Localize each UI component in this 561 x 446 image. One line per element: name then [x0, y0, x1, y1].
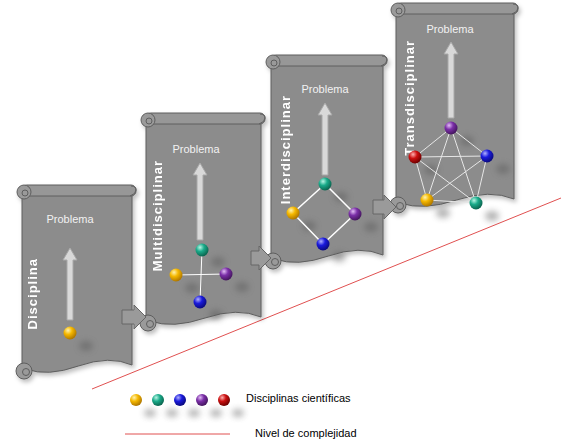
scroll-node: Multidisciplinar Problema: [140, 111, 265, 333]
discipline-ball: [194, 296, 207, 309]
level-title: Disciplina: [25, 258, 40, 329]
legend-text: Disciplinas científicas: [246, 392, 351, 404]
discipline-ball: [196, 244, 209, 257]
block-arrow: [251, 246, 271, 270]
block-arrow: [122, 305, 146, 329]
discipline-ball: [481, 150, 494, 163]
problem-arrows: [63, 42, 458, 320]
block-arrow: [373, 195, 396, 219]
legend-ball: [196, 394, 208, 406]
legend-samples: [125, 394, 230, 434]
up-arrow: [63, 248, 77, 320]
scroll-node: Disciplina Problema: [16, 183, 136, 381]
level-title: Multidisciplinar: [150, 160, 165, 271]
level-title: Transdisciplinar: [402, 40, 417, 156]
discipline-balls: [64, 122, 494, 340]
legend-ball: [152, 394, 164, 406]
discipline-ball: [317, 238, 330, 251]
problem-label: Problema: [156, 143, 236, 155]
problem-label: Problema: [285, 83, 365, 95]
scroll-node: InterdisciplinarProblema: [265, 53, 387, 271]
legend-ball: [174, 394, 186, 406]
scroll-node: Transdisciplinar Problema: [390, 1, 518, 215]
discipline-ball: [349, 208, 362, 221]
discipline-ball: [287, 207, 300, 220]
discipline-ball: [319, 178, 332, 191]
discipline-ball: [64, 327, 77, 340]
discipline-ball: [409, 151, 422, 164]
discipline-links: [176, 128, 487, 302]
up-arrow: [444, 42, 458, 118]
legend-line: [125, 434, 230, 435]
discipline-ball: [470, 197, 483, 210]
up-arrow: [318, 103, 332, 175]
ball-shadows: [79, 136, 510, 417]
level-title: Interdisciplinar: [278, 95, 293, 204]
legend-ball: [130, 394, 142, 406]
problem-label: Problema: [410, 23, 490, 35]
legend-text: Nivel de complejidad: [255, 427, 357, 439]
discipline-ball: [170, 269, 183, 282]
problem-label: Problema: [30, 213, 110, 225]
discipline-ball: [445, 122, 458, 135]
discipline-ball: [220, 268, 233, 281]
legend-ball: [218, 394, 230, 406]
up-arrow: [193, 163, 207, 240]
discipline-ball: [421, 194, 434, 207]
